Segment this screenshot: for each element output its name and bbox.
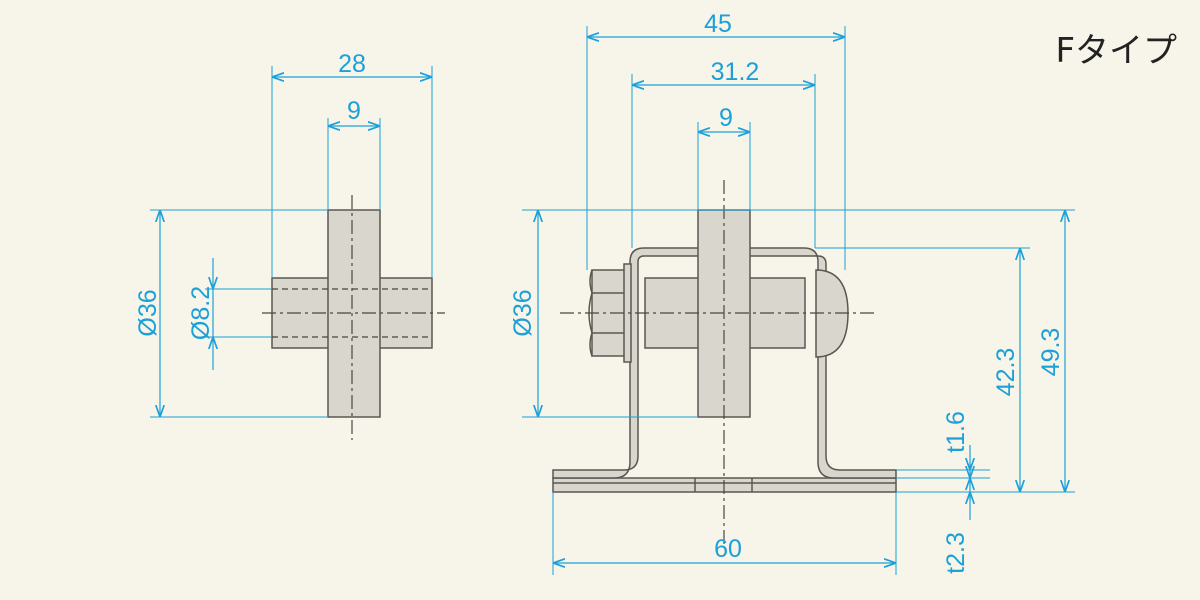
dim-label-31-2: 31.2 [711,58,760,86]
dim-label-60: 60 [714,535,742,563]
dim-label-t1-6: t1.6 [942,411,970,453]
left-view: 28 9 Ø36 Ø8.2 [134,50,445,440]
dim-label-45: 45 [704,10,732,38]
drawing-title: Fタイプ [1055,31,1177,71]
dim-label-9-left: 9 [347,97,361,125]
u-bracket [552,247,897,479]
dim-label-28: 28 [338,50,366,78]
dim-label-dia36-right: Ø36 [509,289,537,336]
dim-label-dia8: Ø8.2 [187,286,215,340]
dim-label-t2-3: t2.3 [942,532,970,574]
dim-label-42-3: 42.3 [992,348,1020,397]
dim-label-9-right: 9 [719,104,733,132]
dim-label-49-3: 49.3 [1037,328,1065,377]
dim-label-dia36-left: Ø36 [134,289,162,336]
right-view: 45 31.2 9 Ø36 42.3 49.3 t1.6 t2.3 60 [509,10,1075,575]
